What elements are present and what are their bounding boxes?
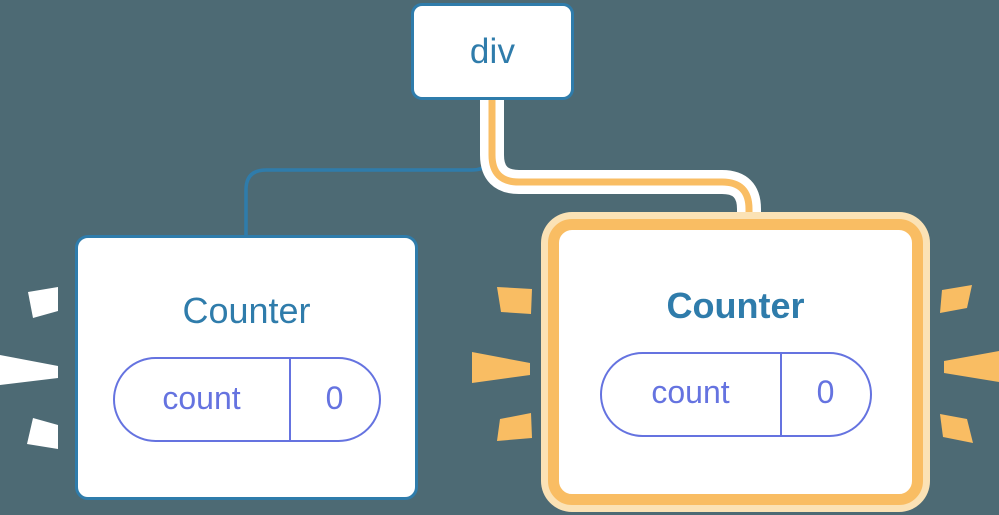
ray-orange-right-upper <box>940 285 972 313</box>
prop-key: count <box>162 379 241 416</box>
burst-right-card-right-orange <box>940 285 999 443</box>
burst-left-card-white <box>0 287 58 449</box>
connector-right-orange <box>488 100 753 240</box>
burst-right-card-left-orange <box>472 287 532 441</box>
ray-orange-left-lower <box>497 413 532 441</box>
ray-orange-left-upper <box>497 287 532 314</box>
ray-orange-left-middle <box>472 352 530 383</box>
ray-white-middle <box>0 355 58 385</box>
counter-card-plain-content: Counter count 0 <box>78 238 415 497</box>
counter-card-plain[interactable]: Counter count 0 <box>75 235 418 500</box>
prop-value: 0 <box>288 359 379 440</box>
ray-white-upper <box>28 287 58 318</box>
ray-orange-right-middle <box>944 351 999 382</box>
counter-card-highlighted-prop-pill[interactable]: count 0 <box>599 351 872 437</box>
counter-card-plain-title: Counter <box>182 290 311 331</box>
node-div[interactable]: div <box>411 3 574 100</box>
prop-key: count <box>651 374 730 410</box>
ray-white-lower <box>27 418 58 449</box>
counter-card-highlighted-content: Counter count 0 <box>559 230 912 494</box>
counter-card-plain-prop-pill[interactable]: count 0 <box>112 357 381 442</box>
counter-card-highlighted-title: Counter <box>666 284 805 326</box>
ray-orange-right-lower <box>940 414 973 443</box>
node-div-label: div <box>469 32 516 71</box>
counter-card-highlighted[interactable]: Counter count 0 <box>548 219 923 505</box>
prop-value: 0 <box>779 353 870 435</box>
